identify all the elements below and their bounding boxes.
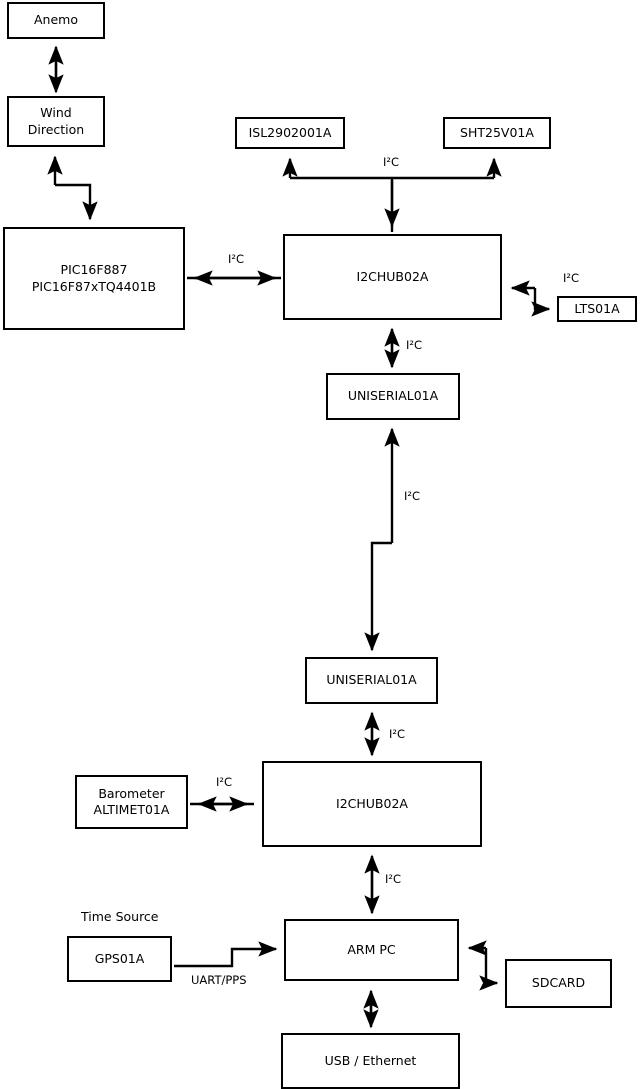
node-sdcard[interactable]: SDCARD: [505, 959, 612, 1008]
node-uniserial01a-upper[interactable]: UNISERIAL01A: [326, 373, 460, 420]
node-wind-direction-label: Wind Direction: [27, 105, 85, 137]
node-i2chub02a-bottom[interactable]: I2CHUB02A: [262, 761, 482, 847]
node-lts01a[interactable]: LTS01A: [557, 296, 637, 322]
node-uniserial01a-upper-label: UNISERIAL01A: [347, 388, 439, 404]
label-i2c-hub-sensors: I²C: [383, 155, 400, 169]
node-barometer-altimet01a[interactable]: Barometer ALTIMET01A: [75, 775, 188, 829]
node-wind-direction[interactable]: Wind Direction: [7, 96, 105, 147]
node-gps01a[interactable]: GPS01A: [67, 936, 172, 982]
node-i2chub02a-bottom-label: I2CHUB02A: [336, 795, 408, 811]
label-i2c-barometer-hub2: I²C: [216, 775, 233, 789]
node-barometer-altimet01a-label: Barometer ALTIMET01A: [93, 785, 170, 817]
node-lts01a-label: LTS01A: [574, 300, 620, 316]
connector-uniserial-chain: [364, 427, 400, 652]
node-isl2902001a[interactable]: ISL2902001A: [235, 117, 345, 149]
node-arm-pc-label: ARM PC: [347, 941, 396, 957]
node-pic-mcu[interactable]: PIC16F887 PIC16F87xTQ4401B: [3, 227, 185, 330]
node-uniserial01a-lower[interactable]: UNISERIAL01A: [305, 657, 438, 704]
connector-gps-armpc: [174, 941, 278, 968]
label-i2c-hub2-armpc: I²C: [385, 872, 402, 886]
node-sht25v01a[interactable]: SHT25V01A: [443, 117, 551, 149]
label-i2c-uniserial-chain: I²C: [404, 489, 421, 503]
node-i2chub02a-top-label: I2CHUB02A: [356, 268, 429, 284]
node-i2chub02a-top[interactable]: I2CHUB02A: [283, 234, 502, 320]
node-gps01a-label: GPS01A: [94, 950, 145, 966]
label-uart-pps: UART/PPS: [191, 973, 247, 987]
node-anemo[interactable]: Anemo: [7, 2, 105, 39]
node-usb-ethernet[interactable]: USB / Ethernet: [281, 1033, 460, 1089]
node-uniserial01a-lower-label: UNISERIAL01A: [326, 672, 417, 688]
connector-armpc-sdcard: [467, 940, 499, 991]
connector-hub-lts: [510, 280, 551, 317]
label-i2c-hub-lts: I²C: [563, 271, 580, 285]
connector-hub-sensors-bus: [282, 157, 502, 232]
label-time-source: Time Source: [81, 909, 159, 924]
node-anemo-label: Anemo: [34, 12, 78, 28]
node-usb-ethernet-label: USB / Ethernet: [324, 1052, 417, 1068]
node-isl2902001a-label: ISL2902001A: [248, 124, 332, 140]
node-arm-pc[interactable]: ARM PC: [284, 919, 459, 981]
node-sdcard-label: SDCARD: [531, 975, 586, 991]
node-pic-mcu-label: PIC16F887 PIC16F87xTQ4401B: [31, 262, 157, 294]
connector-pic-winddir: [47, 155, 98, 221]
label-i2c-uniserial-hub2: I²C: [389, 727, 406, 741]
label-i2c-hub-uniserial: I²C: [406, 338, 423, 352]
node-sht25v01a-label: SHT25V01A: [460, 124, 534, 140]
label-i2c-pic-hub: I²C: [228, 252, 245, 266]
